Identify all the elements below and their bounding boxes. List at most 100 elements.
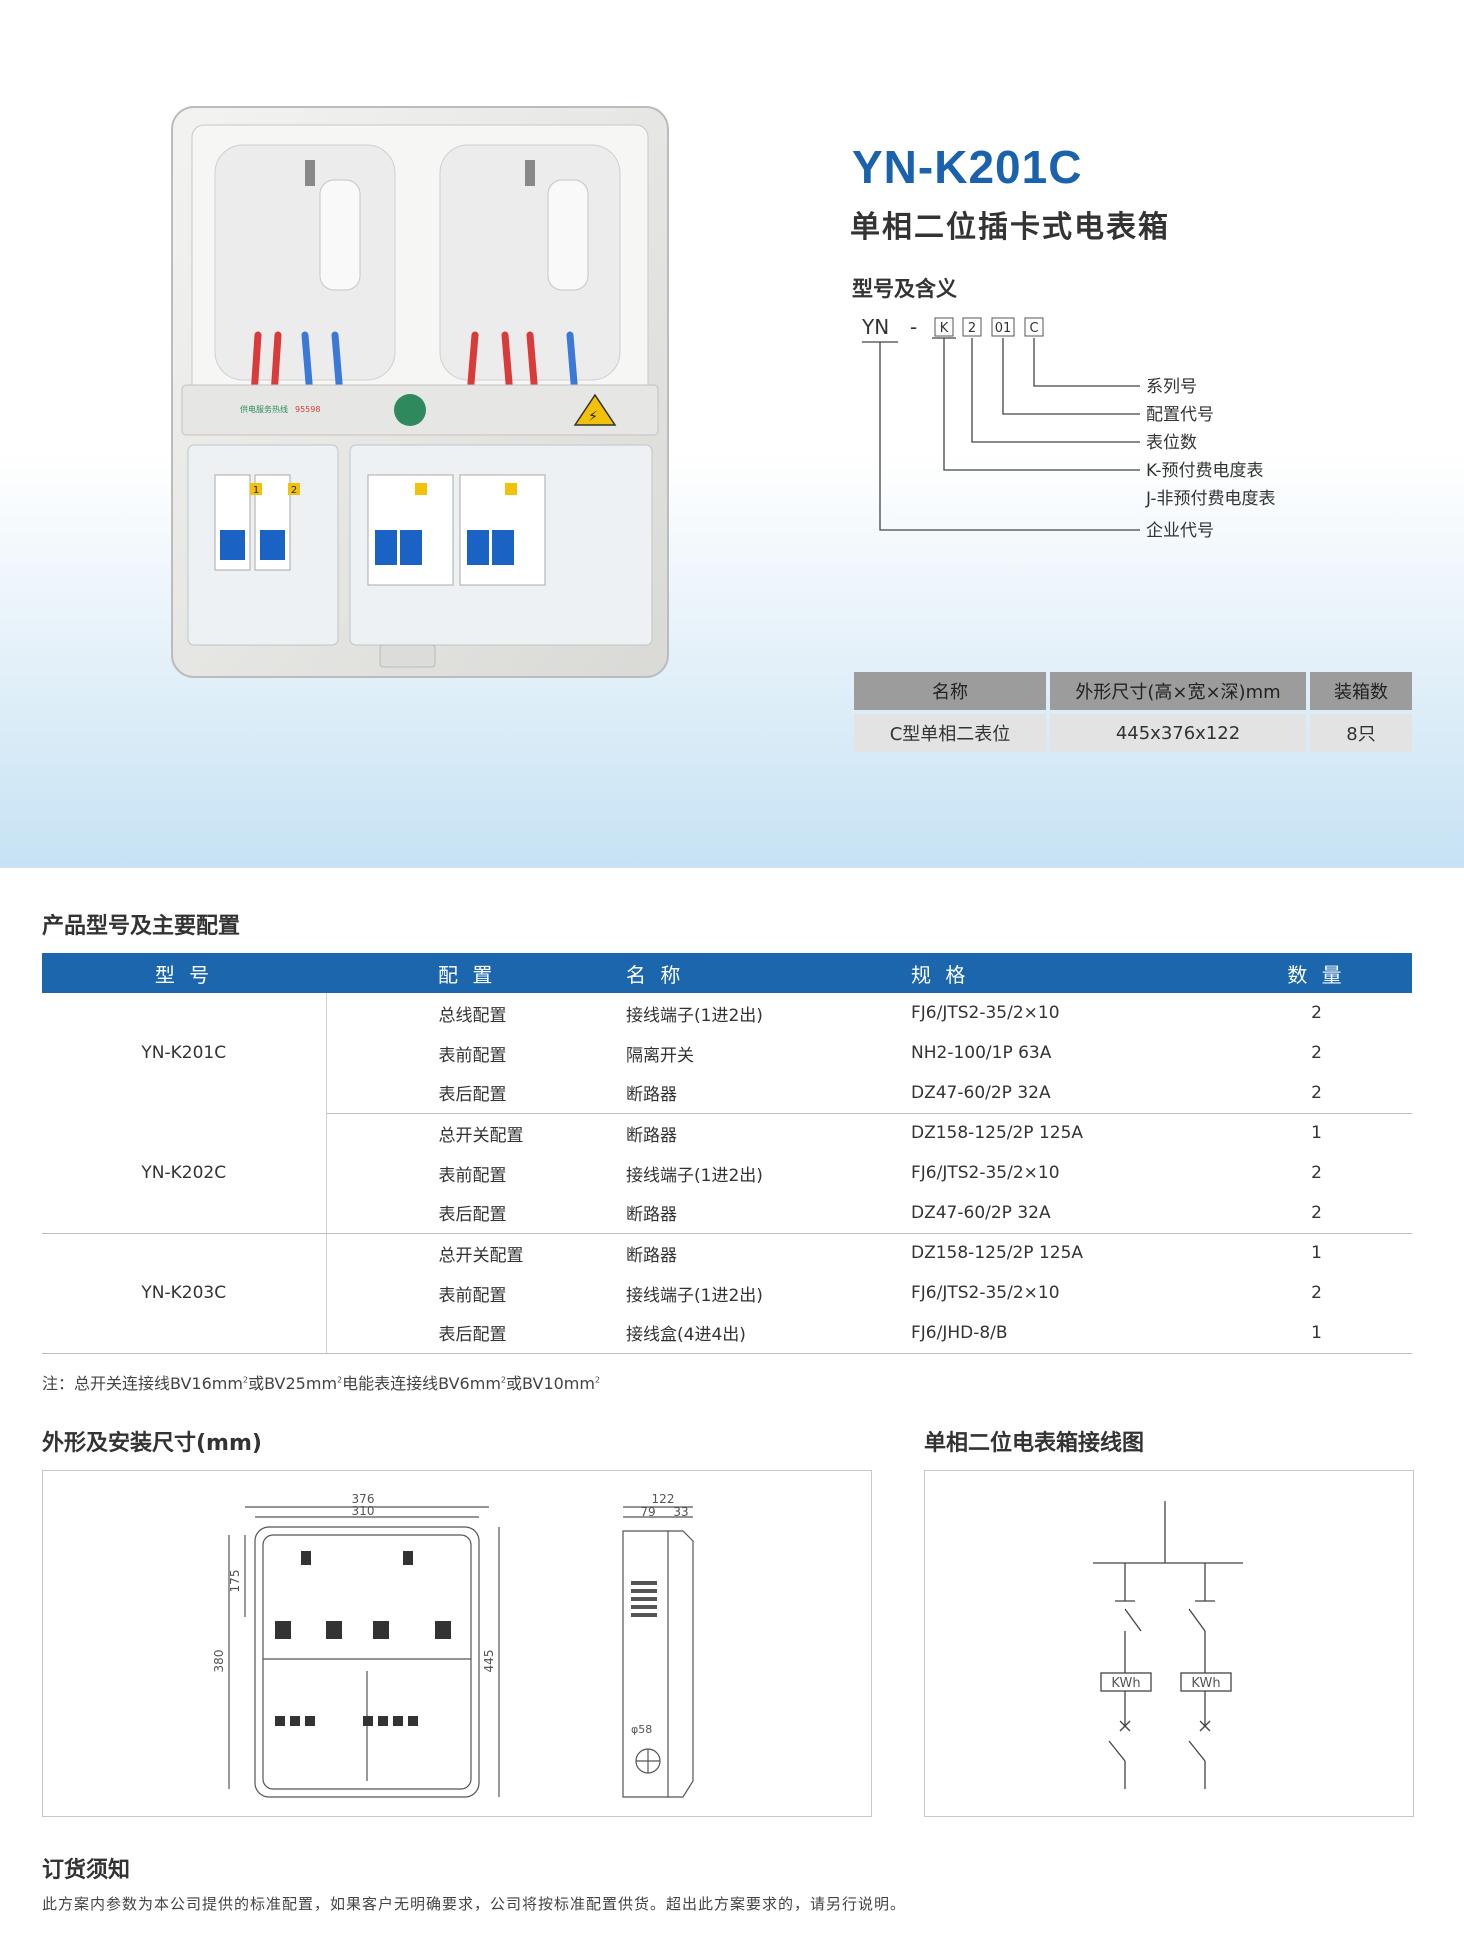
config-cell: 表前配置 xyxy=(438,1045,507,1066)
qty-cell: 2 xyxy=(1221,1073,1412,1114)
dim-310: 310 xyxy=(352,1504,375,1518)
spec-header-size: 外形尺寸(高×宽×深)mm xyxy=(1050,672,1306,710)
product-subtitle: 单相二位插卡式电表箱 xyxy=(850,210,1170,245)
note-sup: 2 xyxy=(242,1375,249,1385)
config-cell: 表前配置 xyxy=(438,1165,507,1186)
config-header-qty: 数 量 xyxy=(1221,953,1412,993)
name-cell: 隔离开关 xyxy=(626,1045,694,1066)
config-header-name: 名 称 xyxy=(626,953,911,993)
spec-cell: FJ6/JTS2-35/2×10 xyxy=(911,1163,1060,1183)
table-row: YN-K203C 总开关配置 断路器 DZ158-125/2P 125A 1 xyxy=(42,1233,1412,1354)
code-dash: - xyxy=(910,315,917,339)
legend-k-prepaid: K-预付费电度表 xyxy=(1146,461,1264,481)
qty-cell: 2 xyxy=(1311,1043,1322,1063)
dim-33: 33 xyxy=(673,1505,688,1519)
config-cell: 表后配置 xyxy=(326,1313,626,1354)
code-part-2: 2 xyxy=(968,321,976,336)
spec-header-pack: 装箱数 xyxy=(1310,672,1412,710)
dimension-drawing: 376 310 175 380 445 122 79 33 φ58 xyxy=(212,1492,694,1798)
code-part-01: 01 xyxy=(995,321,1012,336)
spec-cell-name: C型单相二表位 xyxy=(854,714,1046,752)
table-row: 表前配置 接线端子(1进2出) FJ6/JTS2-35/2×10 2 xyxy=(42,1153,1412,1193)
model-cell: YN-K203C xyxy=(42,1233,327,1354)
name-cell: 断路器 xyxy=(626,1125,677,1146)
dim-79: 79 xyxy=(640,1505,655,1519)
config-table: 型 号 配 置 名 称 规 格 数 量 YN-K201C 总线配置 接线端子(1… xyxy=(42,953,1412,1354)
dimensions-heading: 外形及安装尺寸(mm) xyxy=(42,1431,262,1456)
spec-header-name: 名称 xyxy=(854,672,1046,710)
spec-cell-pack: 8只 xyxy=(1310,714,1412,752)
qty-cell: 1 xyxy=(1311,1243,1322,1264)
spec-cell: DZ158-125/2P 125A xyxy=(911,1243,1084,1264)
spec-table: 名称 外形尺寸(高×宽×深)mm 装箱数 C型单相二表位 445x376x122… xyxy=(850,668,1416,756)
note-part-a: 注：总开关连接线BV16mm xyxy=(42,1374,243,1393)
note-part-c: 电能表连接线BV6mm xyxy=(342,1374,501,1393)
model-code-diagram: YN - K 2 01 C 系列号 配置代号 表位数 K-预付费电度表 J-非预… xyxy=(861,315,1276,541)
spec-cell: FJ6/JHD-8/B xyxy=(911,1313,1221,1354)
table-row: 表后配置 断路器 DZ47-60/2P 32A 2 xyxy=(42,1193,1412,1234)
spec-cell: NH2-100/1P 63A xyxy=(911,1043,1052,1063)
config-cell: 总开关配置 xyxy=(438,1245,524,1266)
table-row: 表前配置 接线端子(1进2出) FJ6/JTS2-35/2×10 2 xyxy=(42,1273,1412,1313)
table-row: YN-K202C 总开关配置 断路器 DZ158-125/2P 125A 1 xyxy=(42,1113,1412,1234)
config-cell: 总开关配置 xyxy=(438,1125,524,1146)
product-model-title: YN-K201C xyxy=(852,141,1083,193)
order-notice-text: 此方案内参数为本公司提供的标准配置，如果客户无明确要求，公司将按标准配置供货。超… xyxy=(42,1895,907,1913)
wiring-heading: 单相二位电表箱接线图 xyxy=(924,1431,1145,1456)
name-cell: 接线端子(1进2出) xyxy=(626,1005,763,1026)
meter-box-image: ⚡ 供电服务热线 95598 1 2 xyxy=(171,106,669,678)
config-cell: 表后配置 xyxy=(326,1073,626,1114)
wiring-diagram-box: KWh KWh xyxy=(924,1470,1414,1817)
spec-cell: FJ6/JTS2-35/2×10 xyxy=(911,1003,1060,1023)
hotline-number-text: 95598 xyxy=(295,405,320,414)
meter-1-label: KWh xyxy=(1111,1676,1140,1691)
config-cell: 表前配置 xyxy=(438,1285,507,1306)
svg-text:⚡: ⚡ xyxy=(588,409,598,425)
dim-376: 376 xyxy=(352,1492,375,1506)
table-row: 表后配置 接线盒(4进4出) FJ6/JHD-8/B 1 xyxy=(42,1313,1412,1354)
qty-cell: 2 xyxy=(1221,1193,1412,1234)
model-cell: YN-K202C xyxy=(42,1113,327,1234)
table-row: 表前配置 隔离开关 NH2-100/1P 63A 2 xyxy=(42,1033,1412,1073)
spec-cell: DZ47-60/2P 32A xyxy=(911,1073,1221,1114)
name-cell: 接线端子(1进2出) xyxy=(626,1285,763,1306)
dim-380: 380 xyxy=(212,1650,226,1673)
model-cell: YN-K201C xyxy=(42,993,327,1113)
config-cell: 总线配置 xyxy=(438,1005,507,1026)
legend-meter-count: 表位数 xyxy=(1146,433,1197,453)
code-prefix: YN xyxy=(861,315,889,339)
model-meaning-heading: 型号及含义 xyxy=(852,277,957,301)
wiring-note: 注：总开关连接线BV16mm2或BV25mm2电能表连接线BV6mm2或BV10… xyxy=(42,1370,600,1394)
slot-2-label: 2 xyxy=(291,485,297,496)
legend-company-code: 企业代号 xyxy=(1146,521,1214,541)
dim-445: 445 xyxy=(482,1650,496,1673)
spec-cell: FJ6/JTS2-35/2×10 xyxy=(911,1283,1060,1303)
dim-175: 175 xyxy=(228,1570,242,1593)
qty-cell: 2 xyxy=(1311,1163,1322,1183)
code-part-k: K xyxy=(940,321,949,336)
legend-series: 系列号 xyxy=(1146,377,1197,397)
slot-1-label: 1 xyxy=(253,485,259,496)
name-cell: 断路器 xyxy=(626,1193,911,1234)
spec-cell: DZ158-125/2P 125A xyxy=(911,1123,1084,1144)
dimension-drawing-box: 376 310 175 380 445 122 79 33 φ58 xyxy=(42,1470,872,1817)
qty-cell: 1 xyxy=(1221,1313,1412,1354)
legend-j-non-prepaid: J-非预付费电度表 xyxy=(1145,489,1276,509)
spec-cell: DZ47-60/2P 32A xyxy=(911,1193,1221,1234)
config-cell: 表后配置 xyxy=(326,1193,626,1234)
name-cell: 接线端子(1进2出) xyxy=(626,1165,763,1186)
spec-cell-size: 445x376x122 xyxy=(1050,714,1306,752)
name-cell: 断路器 xyxy=(626,1245,677,1266)
legend-config-code: 配置代号 xyxy=(1146,405,1214,425)
qty-cell: 1 xyxy=(1311,1123,1322,1144)
order-heading: 订货须知 xyxy=(42,1858,131,1883)
wiring-diagram: KWh KWh xyxy=(1093,1501,1243,1789)
table-row: YN-K201C 总线配置 接线端子(1进2出) FJ6/JTS2-35/2×1… xyxy=(42,993,1412,1113)
name-cell: 接线盒(4进4出) xyxy=(626,1313,911,1354)
dim-hole: φ58 xyxy=(631,1723,652,1736)
table-row: 表后配置 断路器 DZ47-60/2P 32A 2 xyxy=(42,1073,1412,1114)
note-part-b: 或BV25mm xyxy=(248,1374,338,1393)
note-sup: 2 xyxy=(337,1375,343,1385)
qty-cell: 2 xyxy=(1311,1283,1322,1303)
config-header-model: 型 号 xyxy=(42,953,326,993)
